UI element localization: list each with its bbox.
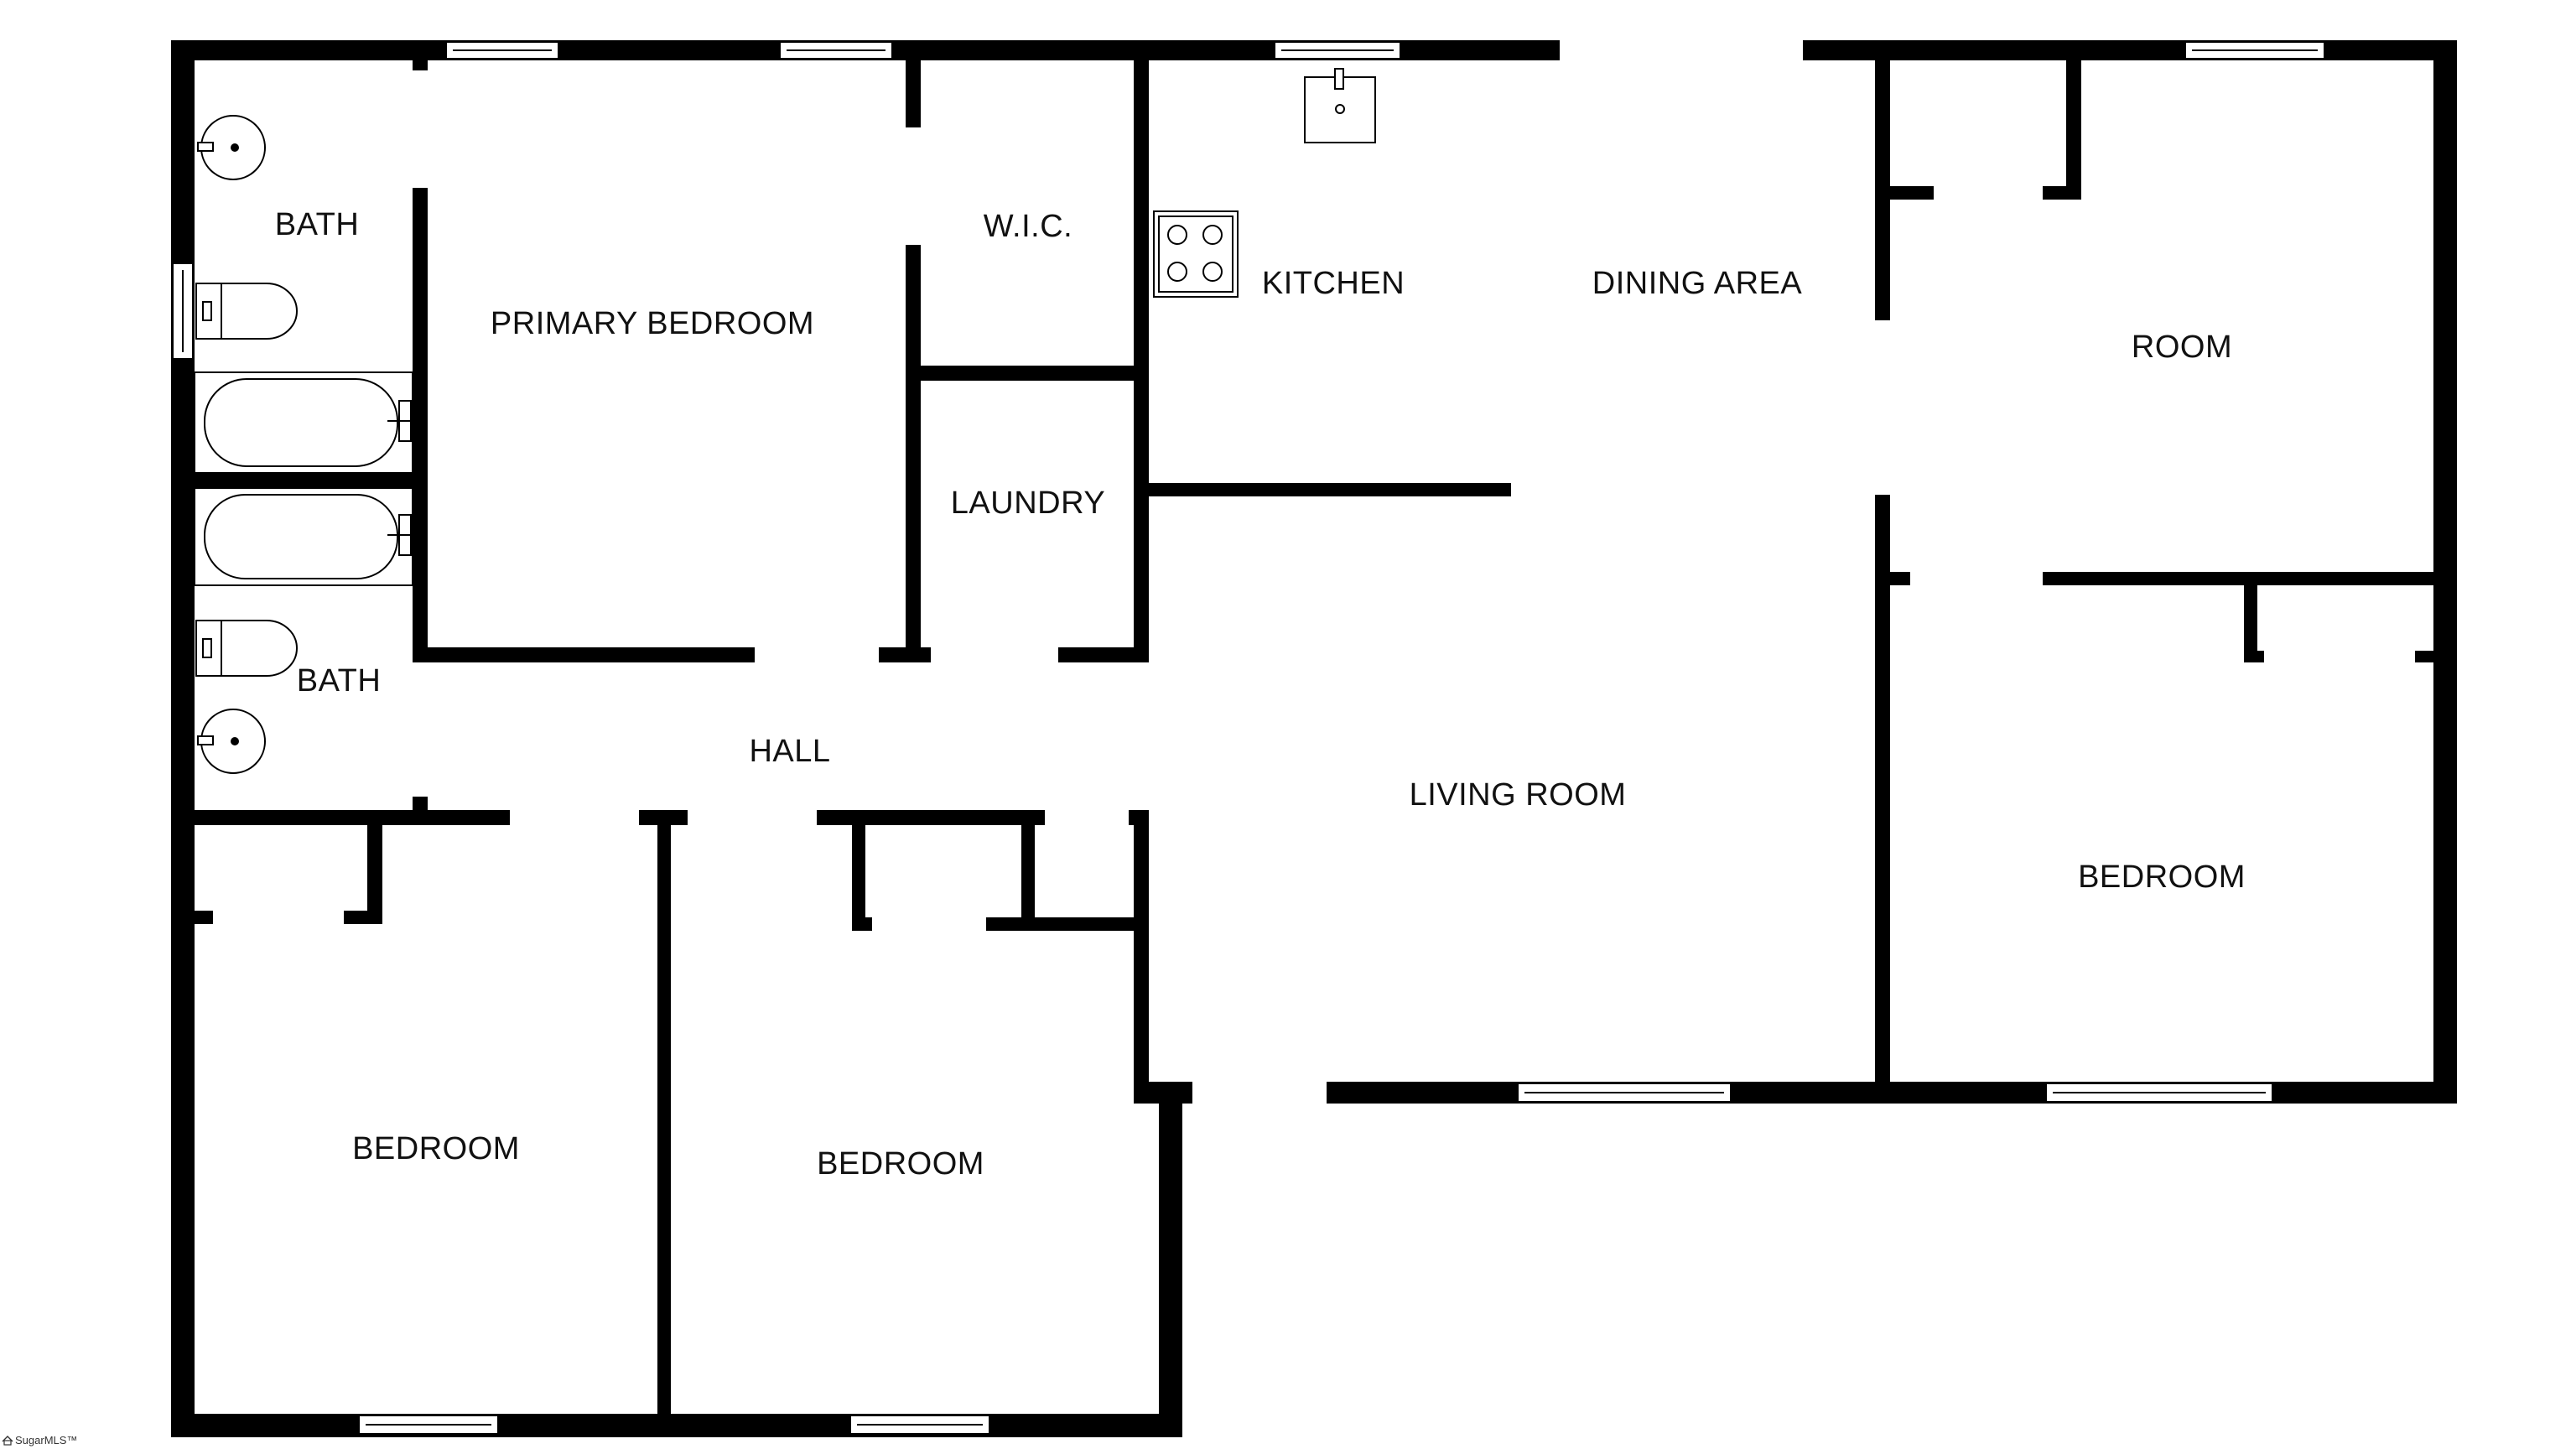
- watermark-text: SugarMLS™: [15, 1434, 78, 1446]
- window-bedroom-sw: [358, 1415, 499, 1435]
- label-kitchen: KITCHEN: [1262, 266, 1405, 301]
- wall-room-closet-h-b: [2043, 186, 2081, 200]
- wall-bath-upper-east-2: [413, 188, 428, 490]
- wall-wic-laundry: [906, 366, 1149, 381]
- wall-hall-bottom-a: [195, 810, 510, 825]
- openings: [1192, 1082, 1327, 1104]
- kitchen-sink-icon: [1304, 68, 1376, 143]
- wall-laundry-bottom-b: [1058, 647, 1149, 662]
- fixtures: [194, 68, 1376, 774]
- wall-bath-upper-east: [413, 60, 428, 70]
- wall-closet-s-left: [852, 825, 865, 931]
- window-bath-west: [172, 262, 194, 360]
- label-bedroom-south: BEDROOM: [817, 1146, 984, 1182]
- wall-primary-wic-a: [906, 60, 921, 127]
- window-living: [1517, 1083, 1732, 1103]
- wall-dining-room-a: [1875, 60, 1890, 320]
- label-living-room: LIVING ROOM: [1410, 777, 1627, 813]
- house-logo-icon: [2, 1435, 13, 1446]
- wall-primary-bottom-a: [413, 647, 755, 662]
- door-living-south: [1192, 1082, 1327, 1104]
- room-labels: BATH PRIMARY BEDROOM W.I.C. KITCHEN DINI…: [275, 207, 2246, 1182]
- sink-icon: [197, 709, 266, 774]
- wall-primary-wic-b: [906, 245, 921, 662]
- wall-bedroom-e-closet-h: [2244, 651, 2264, 662]
- wall-step-vertical: [1159, 1082, 1182, 1437]
- wall-dining-room-b: [1875, 495, 1890, 1104]
- wall-closet-sw-vertical: [367, 825, 382, 924]
- wall-wic-kitchen: [1134, 60, 1149, 662]
- wall-room-closet-h-a: [1890, 186, 1934, 200]
- wall-living-west: [1134, 810, 1149, 1104]
- window-kitchen: [1274, 41, 1401, 60]
- wall-closet-s-bottom-b: [986, 917, 1149, 931]
- window-bedroom-e: [2045, 1083, 2273, 1103]
- wall-bath-lower-east: [413, 488, 428, 662]
- window-room: [2184, 41, 2325, 60]
- wall-room-closet-v: [2066, 60, 2081, 200]
- wall-bedroom-e-closet-h2: [2415, 651, 2433, 662]
- wall-kitchen-divider: [1149, 483, 1511, 496]
- interior-walls: [195, 60, 2457, 1431]
- label-bedroom-southwest: BEDROOM: [352, 1131, 520, 1166]
- window-bedroom-s: [849, 1415, 990, 1435]
- label-dining-area: DINING AREA: [1592, 266, 1803, 301]
- wall-top-east: [1803, 40, 2457, 60]
- wall-bath-divider: [195, 473, 428, 488]
- label-bath-upper: BATH: [275, 207, 360, 242]
- windows: [172, 41, 2325, 1435]
- bathtub-icon: [194, 371, 413, 474]
- wall-room-bedroom-a: [1875, 572, 1910, 585]
- sink-icon: [197, 115, 266, 180]
- wall-hall-bottom-c: [817, 810, 1045, 825]
- label-bath-lower: BATH: [297, 663, 382, 699]
- label-wic: W.I.C.: [984, 209, 1072, 244]
- wall-room-bedroom-b: [2043, 572, 2457, 585]
- stove-icon: [1153, 210, 1239, 298]
- wall-closet-sw-h-b: [344, 911, 382, 924]
- toilet-icon: [195, 283, 298, 340]
- wall-bedroom-e-closet-v: [2244, 585, 2257, 662]
- label-primary-bedroom: PRIMARY BEDROOM: [491, 306, 814, 341]
- wall-bottom-west: [171, 1414, 1182, 1437]
- label-bedroom-east: BEDROOM: [2078, 860, 2246, 895]
- window-primary-2: [779, 41, 893, 60]
- outer-walls: [171, 40, 2457, 1437]
- label-hall: HALL: [749, 734, 830, 769]
- wall-laundry-bottom-a: [906, 647, 931, 662]
- mls-watermark: SugarMLS™: [2, 1434, 77, 1446]
- label-laundry: LAUNDRY: [951, 486, 1105, 521]
- toilet-icon: [195, 620, 298, 677]
- window-primary-1: [445, 41, 559, 60]
- wall-closet-s-mid: [1021, 825, 1035, 931]
- wall-closet-sw-h-a: [195, 911, 213, 924]
- wall-bedroom-divider-sw: [657, 810, 671, 1431]
- wall-west: [171, 40, 195, 1437]
- label-room: ROOM: [2132, 330, 2232, 365]
- bathtub-icon: [194, 487, 413, 586]
- wall-closet-s-bottom-a: [852, 917, 872, 931]
